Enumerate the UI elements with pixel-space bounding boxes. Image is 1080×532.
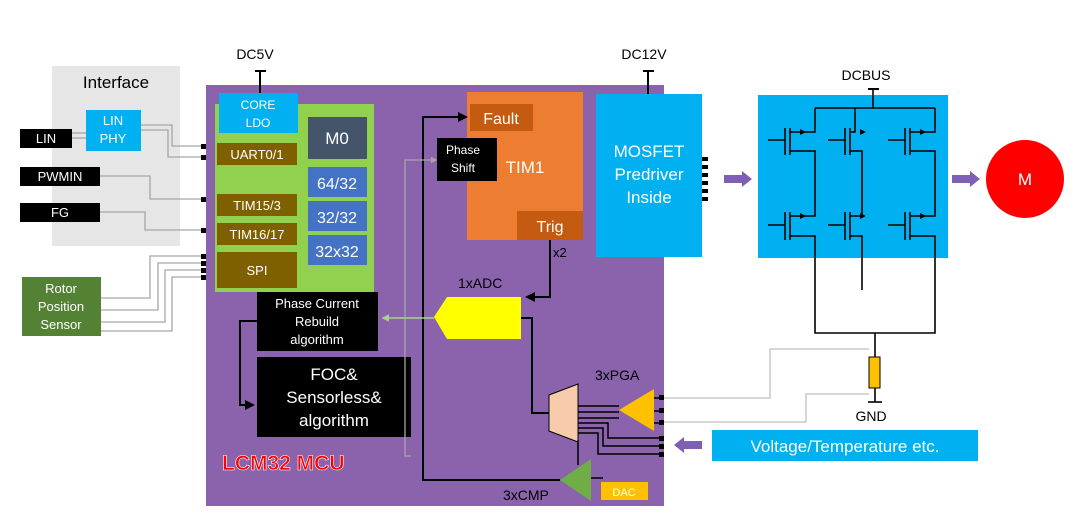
- mosfet-bridge-circuit: [768, 89, 936, 403]
- tim15-label: TIM15/3: [233, 198, 281, 213]
- predriver-label-3: Inside: [626, 188, 671, 207]
- tim15-block: [217, 194, 297, 216]
- predriver-output-pins: [702, 157, 708, 201]
- foc-to-tim1-signal: [404, 156, 438, 457]
- core-ldo-label-2: LDO: [246, 116, 271, 130]
- math-unit-32x32-label: 32x32: [315, 244, 359, 261]
- phase-to-foc-arrow: [239, 320, 257, 410]
- predriver-label-2: Predriver: [615, 165, 684, 184]
- math-unit-32-32: [308, 201, 367, 231]
- spi-block: [217, 252, 297, 288]
- trig-block: [517, 211, 583, 240]
- dc5v-label: DC5V: [236, 46, 274, 62]
- shunt-sense-wires: [664, 348, 869, 423]
- math-unit-64-32: [308, 167, 367, 197]
- predriver-block: [596, 94, 702, 257]
- phase-current-label-3: algorithm: [290, 332, 343, 347]
- voltage-temp-arrow: [674, 437, 702, 453]
- phase-shift-block: [437, 138, 497, 181]
- core-ldo-label-1: CORE: [241, 98, 276, 112]
- foc-label-1: FOC&: [310, 365, 358, 384]
- rotor-sensor-label-2: Position: [38, 299, 84, 314]
- phase-shift-label-1: Phase: [446, 143, 480, 157]
- trig-to-adc-wire: [525, 240, 551, 302]
- mcu-name-label: LCM32 MCU: [222, 452, 345, 475]
- adc-block: [434, 297, 521, 339]
- predriver-to-bridge-arrow: [724, 171, 752, 187]
- predriver-label-1: MOSFET: [614, 142, 685, 161]
- motor-label: M: [1018, 170, 1032, 189]
- uart-block: [217, 143, 297, 165]
- interface-title: Interface: [83, 73, 149, 92]
- fg-input-block: [20, 203, 100, 222]
- voltage-temp-block: [712, 430, 978, 461]
- fault-block: [470, 104, 533, 131]
- phase-shift-label-2: Shift: [451, 161, 476, 175]
- pga-block: [619, 389, 654, 431]
- mosfet-gate-arrows: [800, 129, 926, 219]
- mux-to-adc-wire: [521, 317, 549, 414]
- trig-label: Trig: [537, 219, 564, 236]
- tim16-label: TIM16/17: [230, 227, 285, 242]
- fault-feedback-wire: [422, 112, 560, 481]
- cmp-label: 3xCMP: [503, 487, 549, 503]
- tim16-block: [217, 223, 297, 245]
- pga-label: 3xPGA: [595, 367, 640, 383]
- gnd-label: GND: [855, 408, 886, 424]
- motor: [986, 140, 1064, 218]
- lin-phy-label-1: LIN: [103, 113, 123, 128]
- lin-input-label: LIN: [36, 131, 56, 146]
- phase-current-label-2: Rebuild: [295, 314, 339, 329]
- phase-current-block: [257, 292, 378, 351]
- bridge-to-motor-arrow: [952, 171, 980, 187]
- pwmin-input-label: PWMIN: [38, 169, 83, 184]
- phase-current-label-1: Phase Current: [275, 296, 359, 311]
- rotor-sensor-label-1: Rotor: [45, 281, 77, 296]
- math-unit-32x32: [308, 235, 367, 265]
- rotor-sensor-label-3: Sensor: [40, 317, 82, 332]
- x2-label: x2: [553, 245, 567, 260]
- m0-core-label: M0: [325, 129, 349, 148]
- dac-label: DAC: [612, 487, 635, 499]
- foc-label-3: algorithm: [299, 411, 369, 430]
- rotor-sensor-block: [22, 277, 101, 336]
- tim1-label: TIM1: [506, 158, 545, 177]
- dac-block: [601, 482, 648, 500]
- mux-input-wires: [578, 397, 659, 455]
- mcu-right-pins: [659, 395, 664, 457]
- math-unit-64-32-label: 64/32: [317, 176, 357, 193]
- lin-input-block: [20, 129, 72, 148]
- mcu-left-pins: [201, 144, 206, 280]
- dcbus-label: DCBUS: [841, 67, 890, 83]
- lin-phy-label-2: PHY: [100, 131, 127, 146]
- m0-core-block: [308, 117, 367, 159]
- math-unit-32-32-label: 32/32: [317, 210, 357, 227]
- fault-label: Fault: [483, 111, 519, 128]
- core-ldo-block: [219, 93, 298, 133]
- voltage-temp-label: Voltage/Temperature etc.: [750, 437, 939, 456]
- fg-input-label: FG: [51, 205, 69, 220]
- mosfet-bridge: [758, 95, 948, 258]
- uart-label: UART0/1: [230, 147, 283, 162]
- dc12v-label: DC12V: [621, 46, 667, 62]
- foc-label-2: Sensorless&: [286, 388, 382, 407]
- pwmin-input-block: [20, 167, 100, 186]
- foc-block: [257, 357, 411, 437]
- shunt-resistor: [868, 356, 881, 389]
- cmp-block: [560, 459, 591, 501]
- adc-label: 1xADC: [458, 275, 502, 291]
- spi-label: SPI: [247, 263, 268, 278]
- lin-phy-block: [86, 110, 141, 151]
- interface-wires: [72, 124, 201, 332]
